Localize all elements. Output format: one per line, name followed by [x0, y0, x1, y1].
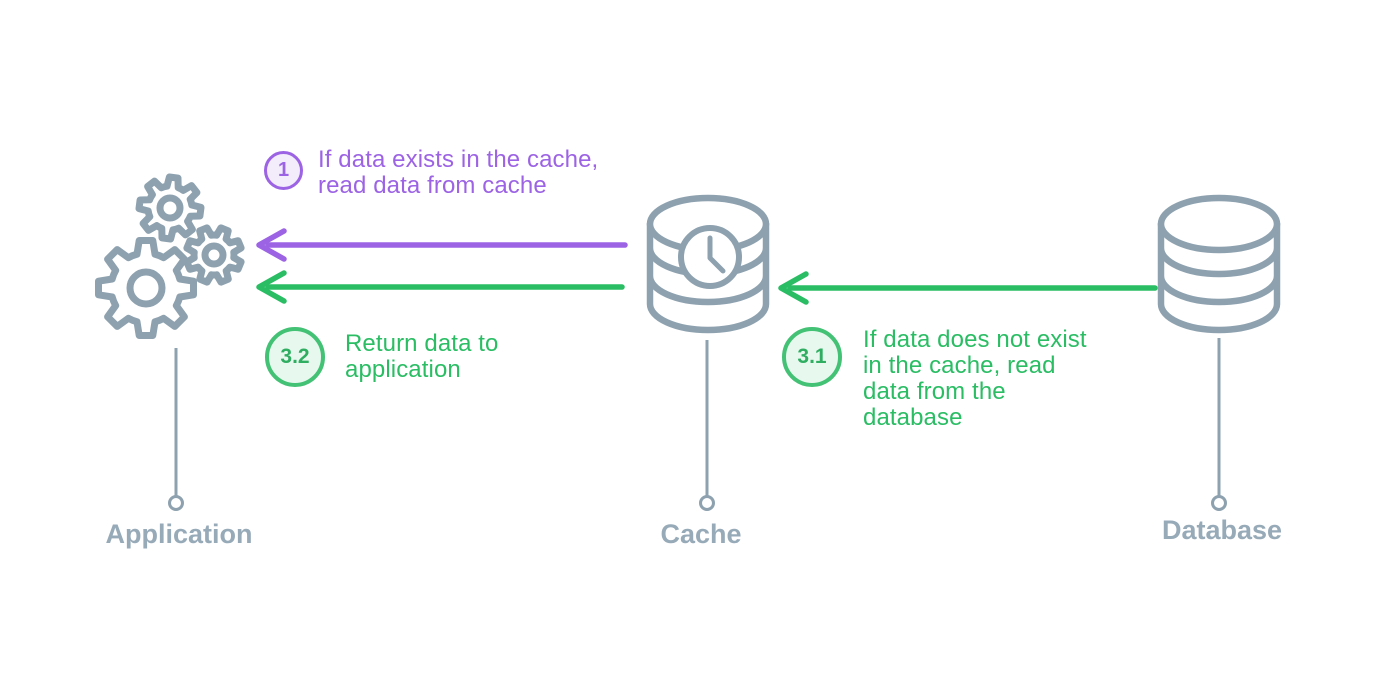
cache-label: Cache [660, 519, 742, 549]
database-cylinder-icon [1157, 194, 1281, 334]
step-badge-3-1: 3.1 [782, 327, 842, 387]
cache-connector-line [699, 340, 715, 511]
cache-cylinder-clock-icon [646, 194, 770, 334]
database-label: Database [1161, 515, 1283, 545]
step-badge-1: 1 [264, 151, 303, 190]
clock-icon [678, 225, 742, 289]
step-text-1: If data exists in the cache, read data f… [318, 146, 599, 199]
database-connector-line [1211, 338, 1227, 511]
application-label: Application [105, 519, 253, 549]
application-connector-line [168, 348, 184, 511]
step-text-3-2: Return data to application [345, 330, 499, 383]
arrow-step-3-1-database-to-cache [778, 271, 1158, 305]
gears-icon [95, 173, 245, 339]
arrow-step-1-cache-to-application [256, 228, 628, 262]
step-badge-3-2: 3.2 [265, 327, 325, 387]
step-text-3-1: If data does not exist in the cache, rea… [863, 326, 1087, 431]
arrow-step-3-2-cache-to-application [256, 270, 625, 304]
